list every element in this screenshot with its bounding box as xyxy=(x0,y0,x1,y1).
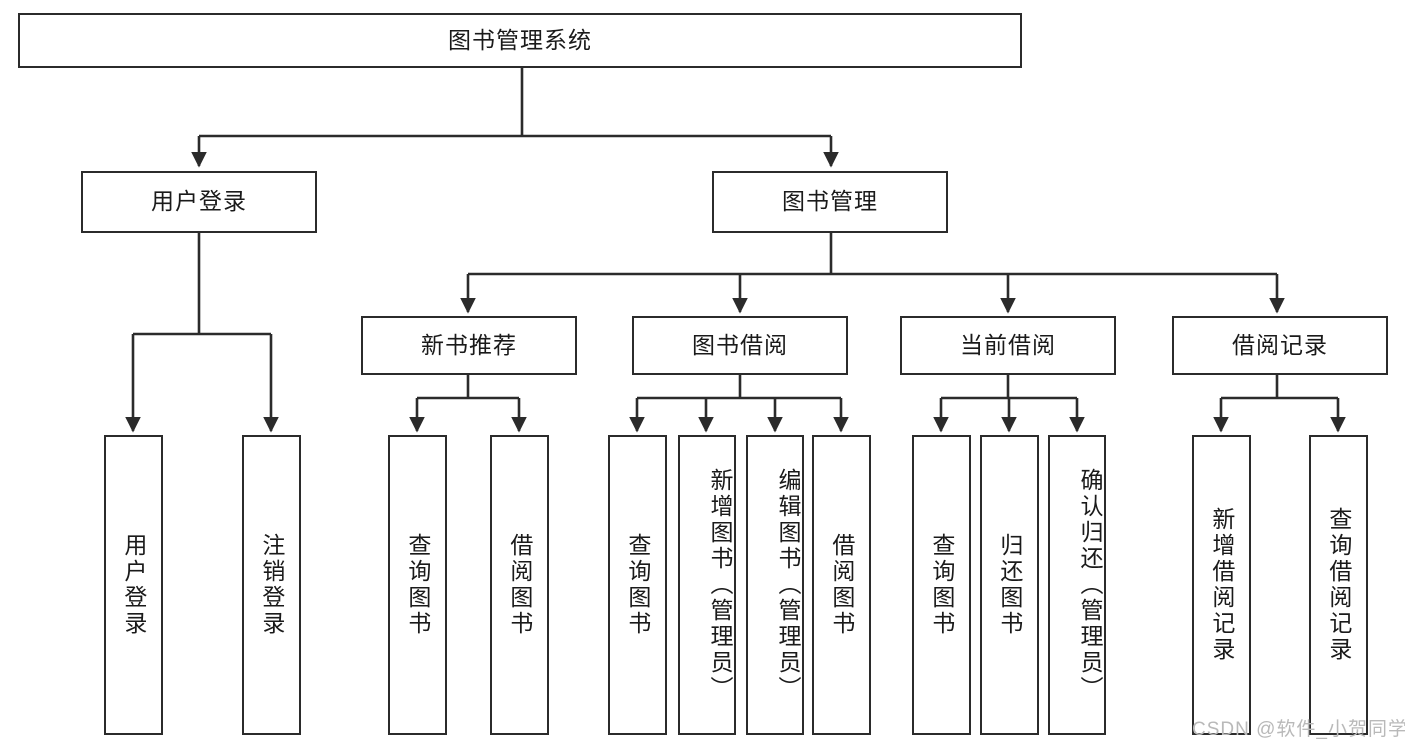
leaf-borrow-query-book[interactable]: 查询图书 xyxy=(608,435,667,735)
leaf-user-login-logout[interactable]: 注销登录 xyxy=(242,435,301,735)
leaf-borrow-edit-book-admin[interactable]: 编辑图书（管理员） xyxy=(746,435,804,735)
node-root[interactable]: 图书管理系统 xyxy=(18,13,1022,68)
node-borrow-record[interactable]: 借阅记录 xyxy=(1172,316,1388,375)
leaf-record-add-record[interactable]: 新增借阅记录 xyxy=(1192,435,1251,735)
node-user-login[interactable]: 用户登录 xyxy=(81,171,317,233)
leaf-recommend-query-book[interactable]: 查询图书 xyxy=(388,435,447,735)
leaf-borrow-add-book-admin[interactable]: 新增图书（管理员） xyxy=(678,435,736,735)
leaf-user-login-login[interactable]: 用户登录 xyxy=(104,435,163,735)
csdn-watermark: CSDN @软件_小贺同学 xyxy=(1192,719,1405,740)
node-new-book-recommend[interactable]: 新书推荐 xyxy=(361,316,577,375)
leaf-current-return-book[interactable]: 归还图书 xyxy=(980,435,1039,735)
node-current-borrow[interactable]: 当前借阅 xyxy=(900,316,1116,375)
node-book-borrow[interactable]: 图书借阅 xyxy=(632,316,848,375)
leaf-current-confirm-return-admin[interactable]: 确认归还（管理员） xyxy=(1048,435,1106,735)
leaf-record-query-record[interactable]: 查询借阅记录 xyxy=(1309,435,1368,735)
leaf-current-query-book[interactable]: 查询图书 xyxy=(912,435,971,735)
leaf-recommend-borrow-book[interactable]: 借阅图书 xyxy=(490,435,549,735)
leaf-borrow-borrow-book[interactable]: 借阅图书 xyxy=(812,435,871,735)
node-book-management[interactable]: 图书管理 xyxy=(712,171,948,233)
